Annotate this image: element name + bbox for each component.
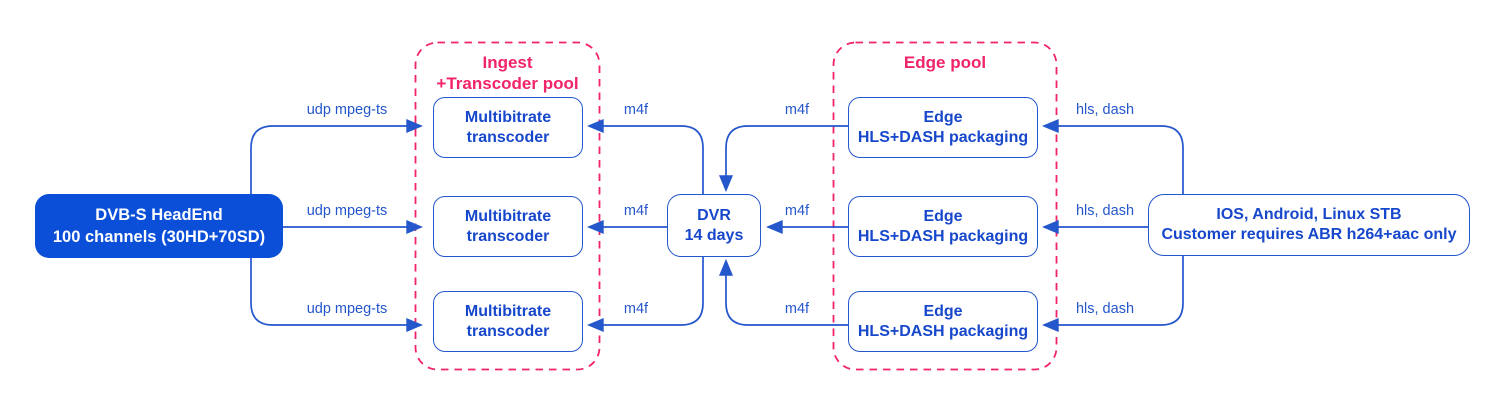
edge-1-line2: HLS+DASH packaging [857, 128, 1029, 146]
arrow-headend-to-transcoder-1 [250, 119, 424, 194]
wire-label-hls-3: hls, dash [1075, 301, 1135, 317]
arrow-edge-1-to-dvr [719, 125, 848, 193]
arrow-dvr-to-transcoder-1 [586, 119, 704, 194]
node-transcoder-3: Multibitrate transcoder [433, 291, 583, 352]
edge-3-line1: Edge [923, 302, 963, 320]
ingest-pool-border [414, 41, 601, 371]
edge-pool-border [832, 41, 1058, 371]
node-edge-2: Edge HLS+DASH packaging [848, 196, 1038, 257]
node-dvr: DVR 14 days [667, 194, 761, 257]
ingest-pool-title-line2: +Transcoder pool [436, 74, 579, 93]
edge-pool-title: Edge pool [833, 52, 1057, 73]
transcoder-2-line2: transcoder [466, 227, 550, 245]
edge-pool-title-text: Edge pool [903, 53, 987, 72]
ingest-pool-title-line1: Ingest [482, 53, 533, 72]
ingest-pool-title: Ingest +Transcoder pool [415, 52, 600, 94]
node-transcoder-1: Multibitrate transcoder [433, 97, 583, 158]
wire-label-m4f-left-3: m4f [623, 301, 649, 317]
arrow-edge-3-to-dvr [719, 258, 848, 326]
wire-label-udp-3: udp mpeg-ts [306, 301, 388, 317]
edge-2-line2: HLS+DASH packaging [857, 227, 1029, 245]
client-line2: Customer requires ABR h264+aac only [1161, 226, 1457, 243]
dvr-line1: DVR [697, 206, 731, 224]
wire-label-m4f-right-2: m4f [784, 203, 810, 219]
wire-label-m4f-right-1: m4f [784, 102, 810, 118]
headend-line2: 100 channels (30HD+70SD) [52, 228, 266, 246]
dvr-line2: 14 days [684, 226, 744, 244]
edge-3-line2: HLS+DASH packaging [857, 322, 1029, 340]
transcoder-3-line2: transcoder [466, 322, 550, 340]
node-edge-3: Edge HLS+DASH packaging [848, 291, 1038, 352]
arrow-dvr-to-transcoder-3 [586, 257, 704, 332]
edge-1-line1: Edge [923, 108, 963, 126]
arrow-client-to-edge-3 [1041, 256, 1184, 332]
wire-label-m4f-right-3: m4f [784, 301, 810, 317]
transcoder-1-line1: Multibitrate [464, 108, 552, 126]
node-client-stb: IOS, Android, Linux STB Customer require… [1148, 194, 1470, 256]
transcoder-2-line1: Multibitrate [464, 207, 552, 225]
wire-label-hls-2: hls, dash [1075, 203, 1135, 219]
wire-label-udp-1: udp mpeg-ts [306, 102, 388, 118]
arrow-client-to-edge-1 [1041, 119, 1184, 194]
edge-2-line1: Edge [923, 207, 963, 225]
transcoder-1-line2: transcoder [466, 128, 550, 146]
wire-label-m4f-left-1: m4f [623, 102, 649, 118]
transcoder-3-line1: Multibitrate [464, 302, 552, 320]
arrow-headend-to-transcoder-3 [250, 258, 424, 332]
client-line1: IOS, Android, Linux STB [1216, 206, 1402, 223]
wire-label-m4f-left-2: m4f [623, 203, 649, 219]
headend-line1: DVB-S HeadEnd [95, 206, 223, 224]
node-dvb-s-headend: DVB-S HeadEnd 100 channels (30HD+70SD) [35, 194, 283, 258]
wire-label-hls-1: hls, dash [1075, 102, 1135, 118]
wire-label-udp-2: udp mpeg-ts [306, 203, 388, 219]
node-edge-1: Edge HLS+DASH packaging [848, 97, 1038, 158]
node-transcoder-2: Multibitrate transcoder [433, 196, 583, 257]
